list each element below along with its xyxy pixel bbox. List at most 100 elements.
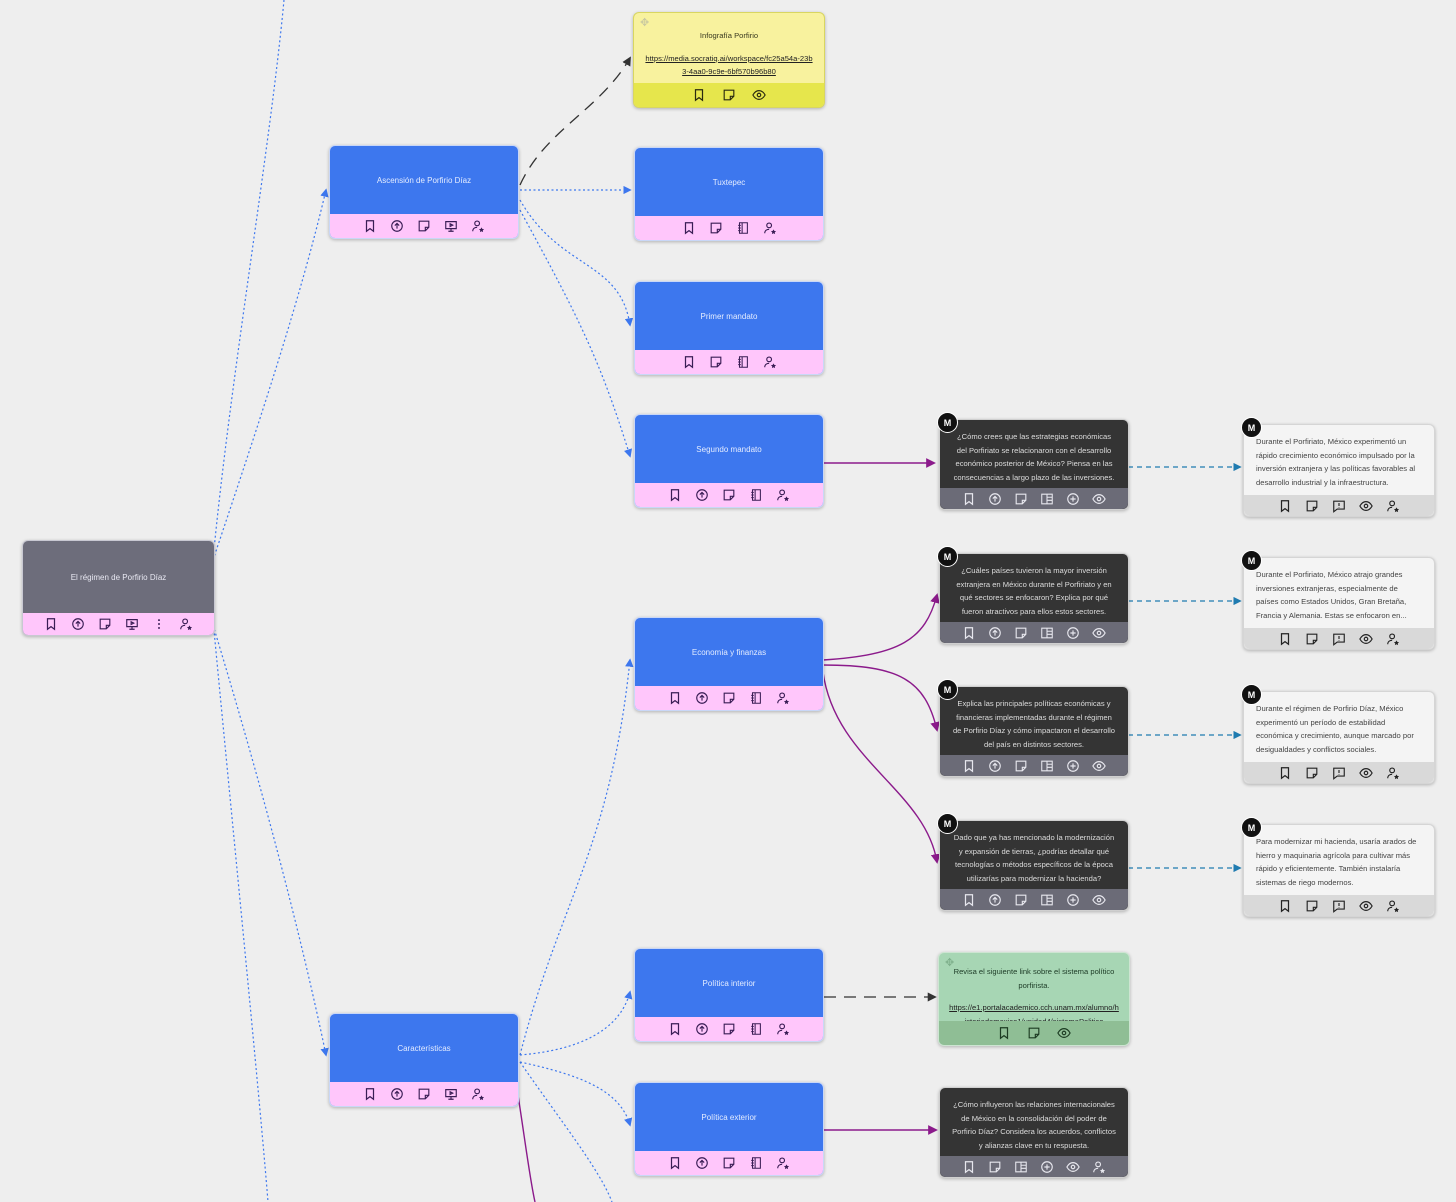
eye-icon[interactable]	[1359, 766, 1373, 780]
bookmark-icon[interactable]	[962, 626, 976, 640]
answer-node-3[interactable]: M Durante el régimen de Porfirio Díaz, M…	[1241, 684, 1435, 784]
question-node-3[interactable]: M Explica las principales políticas econ…	[937, 679, 1129, 777]
user-star-icon[interactable]	[1386, 499, 1400, 513]
notebook-icon[interactable]	[749, 1156, 763, 1170]
note-icon[interactable]	[988, 1160, 1002, 1174]
user-star-icon[interactable]	[471, 1087, 485, 1101]
eye-icon[interactable]	[1092, 759, 1106, 773]
eye-icon[interactable]	[1359, 499, 1373, 513]
upload-circle-icon[interactable]	[695, 1156, 709, 1170]
bookmark-icon[interactable]	[1278, 899, 1292, 913]
eye-icon[interactable]	[1066, 1160, 1080, 1174]
answer-node-2[interactable]: M Durante el Porfiriato, México atrajo g…	[1241, 550, 1435, 650]
user-star-icon[interactable]	[1386, 632, 1400, 646]
caracteristicas-node[interactable]: Características	[329, 1013, 519, 1107]
notebook-icon[interactable]	[749, 488, 763, 502]
note-icon[interactable]	[1027, 1026, 1041, 1040]
add-circle-icon[interactable]	[1066, 626, 1080, 640]
note-icon[interactable]	[722, 691, 736, 705]
add-circle-icon[interactable]	[1066, 492, 1080, 506]
note-icon[interactable]	[1014, 626, 1028, 640]
politica-exterior-node[interactable]: Política exterior	[634, 1082, 824, 1176]
comment-alert-icon[interactable]	[1332, 632, 1346, 646]
notebook-icon[interactable]	[749, 691, 763, 705]
bookmark-icon[interactable]	[682, 355, 696, 369]
bookmark-icon[interactable]	[692, 88, 706, 102]
primer-mandato-node[interactable]: Primer mandato	[634, 281, 824, 375]
notebook-icon[interactable]	[749, 1022, 763, 1036]
eye-icon[interactable]	[1092, 626, 1106, 640]
note-icon[interactable]	[1014, 492, 1028, 506]
note-icon[interactable]	[1305, 632, 1319, 646]
user-star-icon[interactable]	[776, 488, 790, 502]
user-star-icon[interactable]	[763, 355, 777, 369]
bookmark-icon[interactable]	[682, 221, 696, 235]
upload-circle-icon[interactable]	[988, 759, 1002, 773]
question-node-2[interactable]: M ¿Cuáles países tuvieron la mayor inver…	[937, 546, 1129, 644]
bookmark-icon[interactable]	[668, 1022, 682, 1036]
upload-circle-icon[interactable]	[71, 617, 85, 631]
layout-icon[interactable]	[1040, 626, 1054, 640]
user-star-icon[interactable]	[776, 691, 790, 705]
user-star-icon[interactable]	[1092, 1160, 1106, 1174]
note-icon[interactable]	[1305, 766, 1319, 780]
upload-circle-icon[interactable]	[390, 219, 404, 233]
eye-icon[interactable]	[752, 88, 766, 102]
user-star-icon[interactable]	[1386, 899, 1400, 913]
bookmark-icon[interactable]	[668, 691, 682, 705]
bookmark-icon[interactable]	[962, 492, 976, 506]
bookmark-icon[interactable]	[668, 1156, 682, 1170]
user-star-icon[interactable]	[776, 1022, 790, 1036]
root-node[interactable]: El régimen de Porfirio Díaz	[22, 540, 215, 636]
bookmark-icon[interactable]	[363, 1087, 377, 1101]
add-circle-icon[interactable]	[1066, 759, 1080, 773]
note-icon[interactable]	[417, 1087, 431, 1101]
comment-alert-icon[interactable]	[1332, 766, 1346, 780]
layout-icon[interactable]	[1040, 893, 1054, 907]
drag-handle-icon[interactable]: ✥	[945, 957, 955, 969]
upload-circle-icon[interactable]	[988, 893, 1002, 907]
bookmark-icon[interactable]	[962, 893, 976, 907]
bookmark-icon[interactable]	[1278, 499, 1292, 513]
drag-handle-icon[interactable]: ✥	[640, 17, 650, 29]
question-node-1[interactable]: M ¿Cómo crees que las estrategias económ…	[937, 412, 1129, 510]
comment-alert-icon[interactable]	[1332, 499, 1346, 513]
note-icon[interactable]	[1305, 899, 1319, 913]
upload-circle-icon[interactable]	[390, 1087, 404, 1101]
upload-circle-icon[interactable]	[988, 626, 1002, 640]
eye-icon[interactable]	[1057, 1026, 1071, 1040]
ascension-node[interactable]: Ascensión de Porfirio Díaz	[329, 145, 519, 239]
answer-node-1[interactable]: M Durante el Porfiriato, México experime…	[1241, 417, 1435, 517]
upload-circle-icon[interactable]	[695, 488, 709, 502]
layout-icon[interactable]	[1040, 759, 1054, 773]
upload-circle-icon[interactable]	[988, 492, 1002, 506]
question-node-5[interactable]: ¿Cómo influyeron las relaciones internac…	[939, 1087, 1129, 1178]
bookmark-icon[interactable]	[962, 759, 976, 773]
bookmark-icon[interactable]	[668, 488, 682, 502]
eye-icon[interactable]	[1092, 893, 1106, 907]
politica-link-note[interactable]: ✥ Revisa el siguiente link sobre el sist…	[938, 952, 1130, 1046]
note-link[interactable]: https://e1.portalacademico.cch.unam.mx/a…	[949, 1003, 1119, 1021]
bookmark-icon[interactable]	[1278, 632, 1292, 646]
eye-icon[interactable]	[1092, 492, 1106, 506]
eye-icon[interactable]	[1359, 899, 1373, 913]
presentation-icon[interactable]	[125, 617, 139, 631]
eye-icon[interactable]	[1359, 632, 1373, 646]
comment-alert-icon[interactable]	[1332, 899, 1346, 913]
bookmark-icon[interactable]	[44, 617, 58, 631]
economia-node[interactable]: Economía y finanzas	[634, 617, 824, 711]
upload-circle-icon[interactable]	[695, 691, 709, 705]
answer-node-4[interactable]: M Para modernizar mi hacienda, usaría ar…	[1241, 817, 1435, 917]
tuxtepec-node[interactable]: Tuxtepec	[634, 147, 824, 241]
note-icon[interactable]	[722, 1022, 736, 1036]
note-icon[interactable]	[709, 355, 723, 369]
presentation-icon[interactable]	[444, 1087, 458, 1101]
user-star-icon[interactable]	[763, 221, 777, 235]
note-link[interactable]: https://media.socratiq.ai/workspace/fc25…	[645, 53, 813, 77]
bookmark-icon[interactable]	[997, 1026, 1011, 1040]
bookmark-icon[interactable]	[1278, 766, 1292, 780]
note-icon[interactable]	[417, 219, 431, 233]
note-icon[interactable]	[1014, 893, 1028, 907]
bookmark-icon[interactable]	[363, 219, 377, 233]
user-star-icon[interactable]	[776, 1156, 790, 1170]
